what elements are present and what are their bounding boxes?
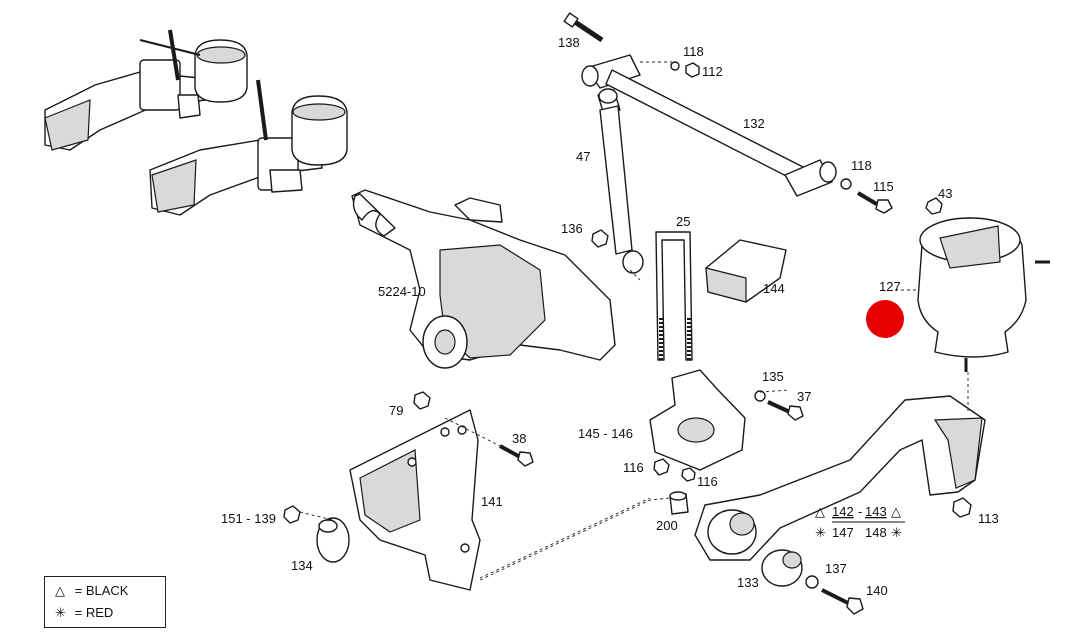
arm-bushing — [761, 549, 803, 587]
callout-133: 133 — [737, 575, 759, 590]
black-triangle-icon: △ — [55, 584, 65, 599]
callout-116-left: 116 — [623, 460, 644, 475]
callout-37: 37 — [797, 389, 811, 404]
axle-bracket — [649, 369, 746, 471]
callout-25: 25 — [676, 214, 690, 229]
axle-housing — [351, 189, 616, 369]
axle-pad — [705, 239, 787, 303]
callout-136: 136 — [561, 221, 583, 236]
callout-137: 137 — [825, 561, 847, 576]
shock-absorber — [597, 88, 644, 274]
callout-127: 127 — [879, 279, 901, 294]
assembly-thumbnail-lower — [149, 79, 348, 216]
callout-147: 147 — [832, 525, 854, 540]
callout-115: 115 — [873, 179, 894, 194]
callout-200: 200 — [656, 518, 678, 533]
separator-dash: - — [858, 504, 862, 519]
legend-row-red: ✳ = RED — [55, 605, 113, 621]
callout-labels: 138 118 112 132 47 118 115 43 136 25 127… — [221, 35, 999, 598]
black-triangle-symbol: △ — [815, 504, 825, 519]
legend-row-black: △ = BLACK — [55, 583, 128, 599]
callout-5224-10: 5224-10 — [378, 284, 426, 299]
fasteners — [283, 12, 972, 615]
red-marker-dot — [866, 300, 904, 338]
spacer — [669, 491, 689, 515]
callout-47: 47 — [576, 149, 590, 164]
callout-140: 140 — [866, 583, 888, 598]
callout-135: 135 — [762, 369, 784, 384]
color-legend: △ = BLACK ✳ = RED — [44, 576, 166, 628]
callout-79: 79 — [389, 403, 403, 418]
callout-148: 148 — [865, 525, 887, 540]
callout-112: 112 — [702, 64, 723, 79]
callout-141: 141 — [481, 494, 503, 509]
red-asterisk-icon: ✳ — [55, 606, 66, 621]
callout-142-147-group: △ 142 ✳ 147 — [815, 504, 854, 540]
callout-142: 142 — [832, 504, 854, 519]
legend-red-label: = RED — [74, 605, 114, 620]
bushing — [316, 517, 350, 563]
callout-145-146: 145 - 146 — [578, 426, 633, 441]
callout-38: 38 — [512, 431, 526, 446]
callout-144: 144 — [763, 281, 785, 296]
hanger-bracket — [349, 409, 481, 591]
callout-151-139: 151 - 139 — [221, 511, 276, 526]
callout-143-148-group: 143 △ 148 ✳ — [865, 504, 902, 540]
u-bolt — [655, 231, 693, 361]
callout-138: 138 — [558, 35, 580, 50]
leader-lines — [299, 61, 969, 581]
callout-132: 132 — [743, 116, 765, 131]
callout-43: 43 — [938, 186, 952, 201]
assembly-thumbnail-upper — [44, 29, 248, 151]
callout-134: 134 — [291, 558, 313, 573]
torque-rod — [581, 54, 837, 197]
callout-118-mid: 118 — [851, 158, 872, 173]
callout-116-right: 116 — [697, 474, 718, 489]
callout-113: 113 — [978, 511, 999, 526]
black-triangle-symbol-2: △ — [891, 504, 901, 519]
air-spring — [917, 217, 1050, 372]
legend-black-label: = BLACK — [74, 583, 129, 598]
trailing-arm — [694, 395, 986, 561]
callout-143: 143 — [865, 504, 887, 519]
callout-118-top: 118 — [683, 44, 704, 59]
red-asterisk-symbol-2: ✳ — [891, 525, 902, 540]
red-asterisk-symbol: ✳ — [815, 525, 826, 540]
